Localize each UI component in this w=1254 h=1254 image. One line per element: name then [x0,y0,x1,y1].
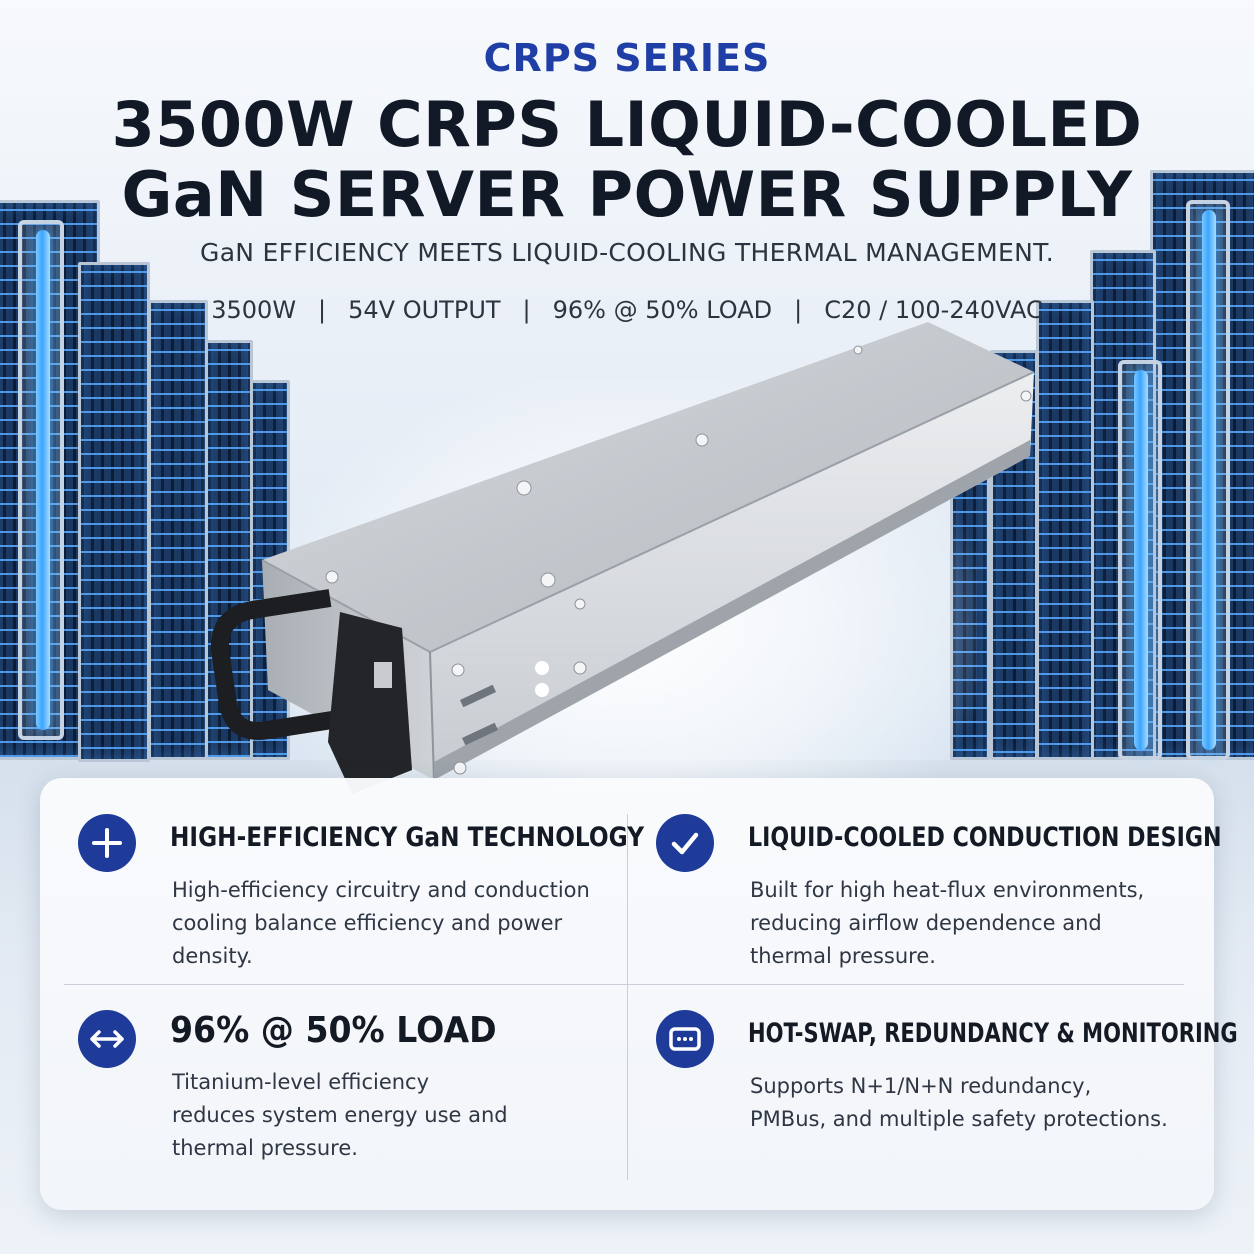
spec-input: C20 / 100-240VAC [824,296,1043,324]
feature-description: Built for high heat-flux environments, r… [750,878,1145,968]
spec-strip: 3500W | 54V OUTPUT | 96% @ 50% LOAD | C2… [0,296,1254,324]
monitor-dots-icon [656,1010,714,1068]
feature-title: HOT-SWAP, REDUNDANCY & MONITORING [748,1018,1238,1049]
panel-divider-horizontal [64,984,1184,985]
coolant-pipe [1202,210,1216,750]
title-line-1: 3500W CRPS LIQUID-COOLED [111,88,1143,161]
server-rack [990,350,1038,760]
feature-description: Titanium-level efficiency reduces system… [172,1070,508,1160]
tagline: GaN EFFICIENCY MEETS LIQUID-COOLING THER… [200,238,1054,267]
spec-separator: | [318,296,327,324]
title-line-2: GaN SERVER POWER SUPPLY [121,158,1133,231]
panel-divider-vertical [627,814,628,1180]
server-rack [205,340,253,760]
features-panel: HIGH-EFFICIENCY GaN TECHNOLOGY High-effi… [40,778,1238,1210]
spec-power: 3500W [211,296,297,324]
spec-output: 54V OUTPUT [348,296,501,324]
feature-description: High-efficiency circuitry and conduction… [172,878,590,968]
server-rack [78,262,150,762]
plus-icon [78,814,136,872]
series-label: CRPS SERIES [483,36,771,80]
double-arrow-icon [78,1010,136,1068]
coolant-pipe [1134,370,1148,750]
spec-separator: | [794,296,803,324]
feature-description: Supports N+1/N+N redundancy, PMBus, and … [750,1074,1168,1131]
ceiling [0,0,1254,240]
feature-title: HIGH-EFFICIENCY GaN TECHNOLOGY [170,822,645,853]
coolant-pipe [36,230,50,730]
feature-title: LIQUID-COOLED CONDUCTION DESIGN [748,822,1222,853]
server-rack [148,300,208,760]
spec-efficiency: 96% @ 50% LOAD [552,296,773,324]
feature-title: 96% @ 50% LOAD [170,1010,497,1051]
checkmark-icon [656,814,714,872]
server-rack [1036,300,1094,760]
spec-separator: | [522,296,531,324]
